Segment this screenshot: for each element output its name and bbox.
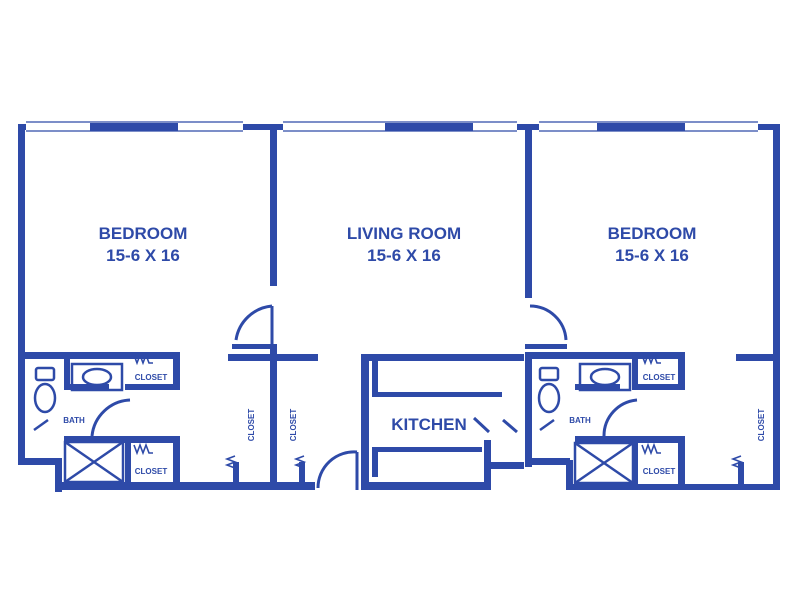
closet-label-left-lower: CLOSET	[135, 467, 168, 476]
bath-label-left: BATH	[63, 416, 85, 425]
closet-label-right-lower: CLOSET	[643, 467, 676, 476]
bedroom-left-name: BEDROOM	[99, 224, 188, 243]
bedroom-left-dimensions: 15-6 X 16	[106, 246, 180, 265]
living-room-name: LIVING ROOM	[347, 224, 461, 243]
closet-label-vertical-right: CLOSET	[757, 409, 766, 442]
closet-label-right-upper: CLOSET	[643, 373, 676, 382]
closet-rod-icons	[133, 352, 744, 469]
closet-label-vertical-center: CLOSET	[289, 409, 298, 442]
walls	[18, 124, 780, 492]
windows	[26, 121, 758, 132]
doors	[90, 304, 638, 490]
bedroom-right-dimensions: 15-6 X 16	[615, 246, 689, 265]
closet-label-left-upper: CLOSET	[135, 373, 168, 382]
fixtures	[33, 362, 635, 485]
closet-label-vertical-left: CLOSET	[247, 409, 256, 442]
living-room-dimensions: 15-6 X 16	[367, 246, 441, 265]
kitchen-label: KITCHEN	[391, 415, 467, 434]
bath-label-right: BATH	[569, 416, 591, 425]
bedroom-right-name: BEDROOM	[608, 224, 697, 243]
